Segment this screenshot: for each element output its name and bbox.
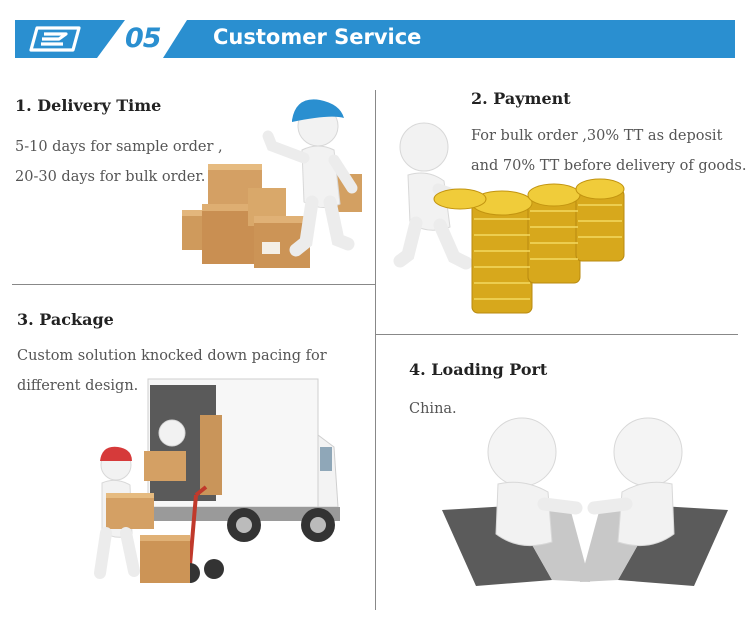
section-header: 05 Customer Service: [15, 20, 735, 58]
package-heading: 3. Package: [17, 310, 114, 329]
package-line: different design.: [17, 378, 139, 394]
delivery-time-line: 5-10 days for sample order ,: [15, 139, 223, 155]
package-text: Custom solution knocked down pacing for …: [17, 341, 327, 401]
package-illustration: [94, 378, 340, 583]
delivery-time-heading: 1. Delivery Time: [15, 96, 162, 115]
payment-line: For bulk order ,30% TT as deposit: [471, 128, 723, 144]
page-title: Customer Service: [213, 25, 422, 49]
loading-port-text: China.: [409, 394, 457, 424]
divider-vertical: [375, 90, 376, 610]
delivery-time-line: 20-30 days for bulk order.: [15, 169, 206, 185]
loading-port-heading: 4. Loading Port: [409, 360, 548, 379]
loading-port-illustration: [442, 417, 728, 586]
payment-heading: 2. Payment: [471, 89, 571, 108]
divider-right: [376, 334, 738, 335]
loading-port-line: China.: [409, 401, 457, 417]
brand-logo-icon: [29, 26, 81, 52]
delivery-time-text: 5-10 days for sample order , 20-30 days …: [15, 132, 223, 192]
section-number: 05: [125, 23, 162, 54]
package-line: Custom solution knocked down pacing for: [17, 348, 327, 364]
delivery-illustration: [182, 99, 362, 268]
payment-line: and 70% TT before delivery of goods.: [471, 158, 747, 174]
divider-left: [12, 284, 376, 285]
payment-text: For bulk order ,30% TT as deposit and 70…: [471, 121, 746, 181]
payment-illustration: [393, 122, 625, 314]
